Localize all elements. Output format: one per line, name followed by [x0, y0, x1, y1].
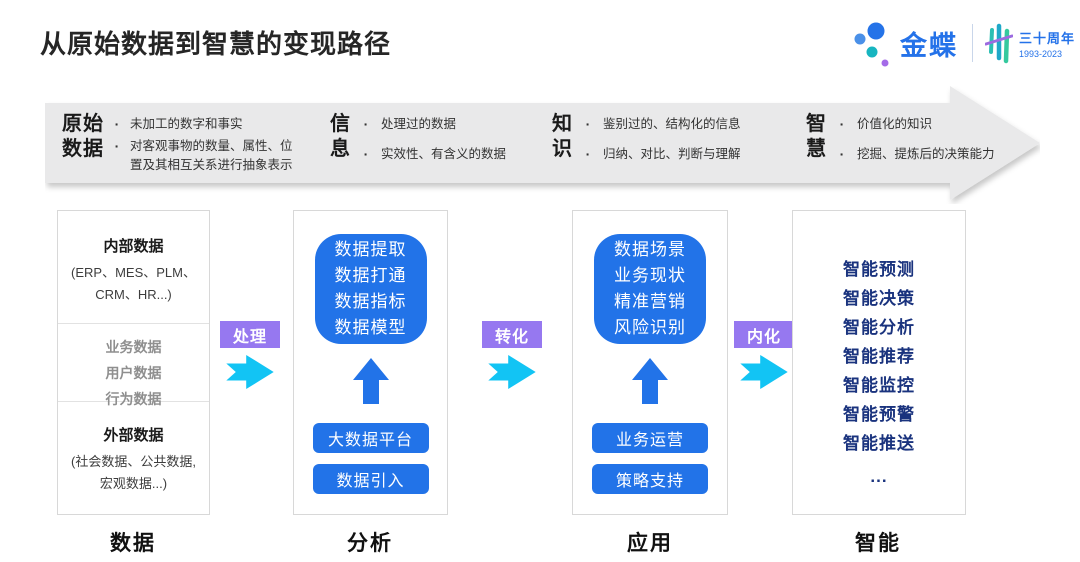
stage-point: · 实效性、有含义的数据	[351, 145, 506, 164]
flow-badge-process: 处理	[220, 321, 280, 348]
stage-point: · 归纳、对比、判断与理解	[573, 145, 741, 164]
stage-point: · 对客观事物的数量、属性、位置及其相互关系进行抽象表示	[104, 137, 293, 175]
box-line: 数据提取	[334, 240, 407, 259]
stage-label-line: 息	[330, 138, 351, 160]
banner-arrow-shape	[45, 86, 1040, 200]
box-line: 业务现状	[614, 266, 686, 285]
list-item: 智能分析	[843, 318, 915, 337]
list-item: 智能决策	[843, 289, 915, 308]
anniversary-30-icon	[985, 23, 1013, 64]
external-data-heading: 外部数据	[103, 427, 164, 444]
box-line: 风险识别	[614, 318, 686, 337]
list-item: 智能预测	[843, 260, 915, 279]
box-line: 数据打通	[334, 266, 407, 285]
logo-dots-icon	[854, 22, 889, 67]
page-title: 从原始数据到智慧的变现路径	[40, 29, 392, 59]
list-item: 用户数据	[105, 365, 162, 381]
list-item: 行为数据	[105, 391, 162, 407]
anniversary-title: 三十周年	[1019, 30, 1076, 46]
list-item: 业务数据	[105, 339, 162, 355]
flow-transform: 转化	[482, 321, 542, 390]
stage-label: 知 识	[552, 112, 573, 162]
list-item-more: ...	[870, 467, 888, 486]
bullet-icon: ·	[114, 138, 120, 154]
right-arrow-icon	[226, 354, 274, 390]
internal-data-section: 内部数据 (ERP、MES、PLM、 CRM、HR...)	[58, 211, 209, 323]
brand-name: 金蝶	[900, 30, 958, 61]
stage-label-line: 智	[806, 113, 827, 135]
bullet-icon: ·	[363, 116, 369, 132]
stage-knowledge: 知 识 · 鉴别过的、结构化的信息 · 归纳、对比、判断与理解	[552, 112, 741, 164]
box-line: 数据模型	[334, 318, 407, 337]
stage-point: · 鉴别过的、结构化的信息	[573, 115, 741, 134]
footer-label-data: 数据	[110, 532, 156, 555]
external-data-section: 外部数据 (社会数据、公共数据, 宏观数据...)	[58, 402, 209, 514]
stage-point: · 挖掘、提炼后的决策能力	[827, 145, 995, 164]
stage-information: 信 息 · 处理过的数据 · 实效性、有含义的数据	[330, 112, 506, 164]
anniversary-years: 1993-2023	[1019, 48, 1063, 59]
stage-label-line: 原始	[62, 113, 104, 135]
right-arrow-icon	[740, 354, 788, 390]
external-data-detail: 宏观数据...)	[99, 476, 168, 491]
internal-data-detail: (ERP、MES、PLM、	[71, 265, 196, 280]
pill-strategy-support: 策略支持	[592, 464, 708, 494]
stage-label-line: 慧	[806, 138, 827, 160]
bullet-icon: ·	[839, 116, 845, 132]
column-data: 内部数据 (ERP、MES、PLM、 CRM、HR...) 业务数据 用户数据 …	[57, 210, 210, 515]
up-arrow-icon	[352, 358, 389, 404]
box-line: 数据场景	[614, 240, 686, 259]
stage-label-line: 识	[552, 138, 573, 160]
right-arrow-icon	[488, 354, 536, 390]
bullet-icon: ·	[363, 146, 369, 162]
kingdee-logo: 金蝶 三十周年 1993-2023	[850, 18, 1075, 68]
application-scenario-box: 数据场景 业务现状 精准营销 风险识别	[594, 234, 706, 344]
stage-wisdom: 智 慧 · 价值化的知识 · 挖掘、提炼后的决策能力	[806, 112, 995, 164]
stage-label-line: 信	[330, 113, 351, 135]
footer-label-analysis: 分析	[347, 532, 393, 555]
list-item: 智能监控	[843, 376, 915, 395]
column-analysis: 数据提取 数据打通 数据指标 数据模型 大数据平台 数据引入	[293, 210, 448, 515]
bullet-icon: ·	[839, 146, 845, 162]
box-line: 精准营销	[614, 292, 686, 311]
pill-business-operation: 业务运营	[592, 423, 708, 453]
internal-data-detail: CRM、HR...)	[95, 287, 172, 302]
flow-process: 处理	[220, 321, 280, 390]
stage-point: · 价值化的知识	[827, 115, 995, 134]
external-data-detail: (社会数据、公共数据,	[71, 454, 196, 469]
flow-internalize: 内化	[734, 321, 794, 390]
anniversary-text: 三十周年 1993-2023	[1019, 28, 1075, 59]
logo-divider	[972, 24, 973, 62]
list-item: 智能推荐	[843, 347, 915, 366]
box-line: 数据指标	[334, 292, 407, 311]
list-item: 智能推送	[843, 434, 915, 453]
internal-data-heading: 内部数据	[103, 238, 164, 255]
bullet-icon: ·	[114, 116, 120, 132]
stage-label-line: 数据	[62, 138, 104, 160]
flow-badge-transform: 转化	[482, 321, 542, 348]
analysis-capability-box: 数据提取 数据打通 数据指标 数据模型	[314, 234, 427, 344]
stage-label: 信 息	[330, 112, 351, 162]
column-intelligence: 智能预测 智能决策 智能分析 智能推荐 智能监控 智能预警 智能推送 ...	[792, 210, 966, 515]
pill-big-data-platform: 大数据平台	[312, 423, 429, 453]
stage-label: 智 慧	[806, 112, 827, 162]
pill-data-import: 数据引入	[312, 464, 429, 494]
stage-point: · 处理过的数据	[351, 115, 506, 134]
flow-badge-internalize: 内化	[734, 321, 794, 348]
column-application: 数据场景 业务现状 精准营销 风险识别 业务运营 策略支持	[572, 210, 728, 515]
middle-data-section: 业务数据 用户数据 行为数据	[58, 323, 209, 407]
stage-point: · 未加工的数字和事实	[104, 115, 293, 134]
list-item: 智能预警	[843, 405, 915, 424]
stage-raw-data: 原始 数据 · 未加工的数字和事实 · 对客观事物的数量、属性、位置及其相互关系…	[62, 112, 293, 175]
up-arrow-icon	[632, 358, 668, 404]
footer-label-intelligence: 智能	[855, 532, 901, 555]
bullet-icon: ·	[585, 116, 591, 132]
footer-label-application: 应用	[627, 532, 673, 555]
stage-label: 原始 数据	[62, 112, 104, 162]
bullet-icon: ·	[585, 146, 591, 162]
stage-label-line: 知	[552, 113, 573, 135]
